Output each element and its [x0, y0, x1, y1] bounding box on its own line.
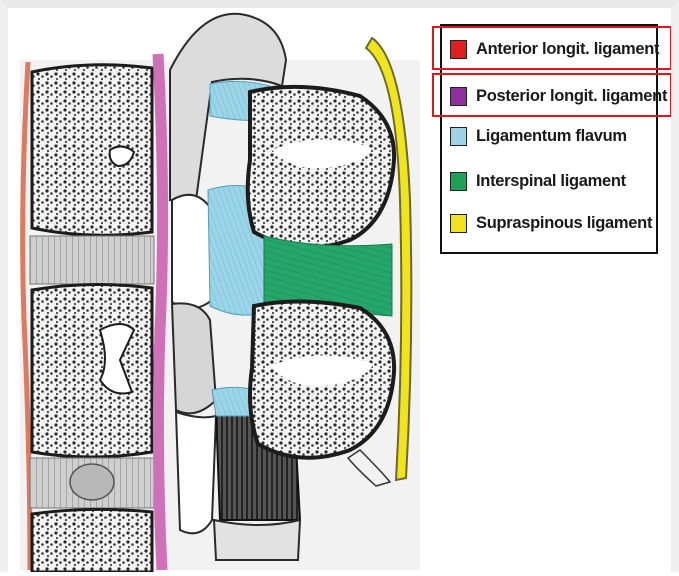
posterior-longitudinal-ligament	[158, 54, 163, 570]
legend-label: Ligamentum flavum	[476, 127, 627, 146]
legend-swatch	[450, 172, 467, 191]
legend-swatch	[450, 214, 467, 233]
legend-item-supraspinous-ligament: Supraspinous ligament	[450, 208, 652, 238]
legend-label: Interspinal ligament	[476, 172, 626, 191]
vertebral-body-lower	[32, 509, 152, 572]
legend-label: Posterior longit. ligament	[476, 87, 667, 106]
nucleus-pulposus	[70, 464, 114, 500]
intervertebral-disc-upper	[30, 236, 154, 284]
spinous-process-lower	[250, 301, 394, 457]
legend-item-anterior-longitudinal-ligament: Anterior longit. ligament	[450, 34, 659, 64]
legend-swatch	[450, 127, 467, 146]
legend-item-interspinal-ligament: Interspinal ligament	[450, 166, 626, 196]
legend-item-ligamentum-flavum: Ligamentum flavum	[450, 121, 627, 151]
legend-item-posterior-longitudinal-ligament: Posterior longit. ligament	[450, 81, 667, 111]
vertebral-body-middle	[32, 284, 152, 457]
spinous-process-upper	[248, 87, 394, 248]
legend-swatch	[450, 40, 467, 59]
legend-label: Supraspinous ligament	[476, 214, 652, 233]
legend-label: Anterior longit. ligament	[476, 40, 659, 59]
legend-swatch	[450, 87, 467, 106]
legend: Anterior longit. ligament Posterior long…	[440, 24, 658, 254]
vertebral-body-upper	[32, 65, 152, 235]
